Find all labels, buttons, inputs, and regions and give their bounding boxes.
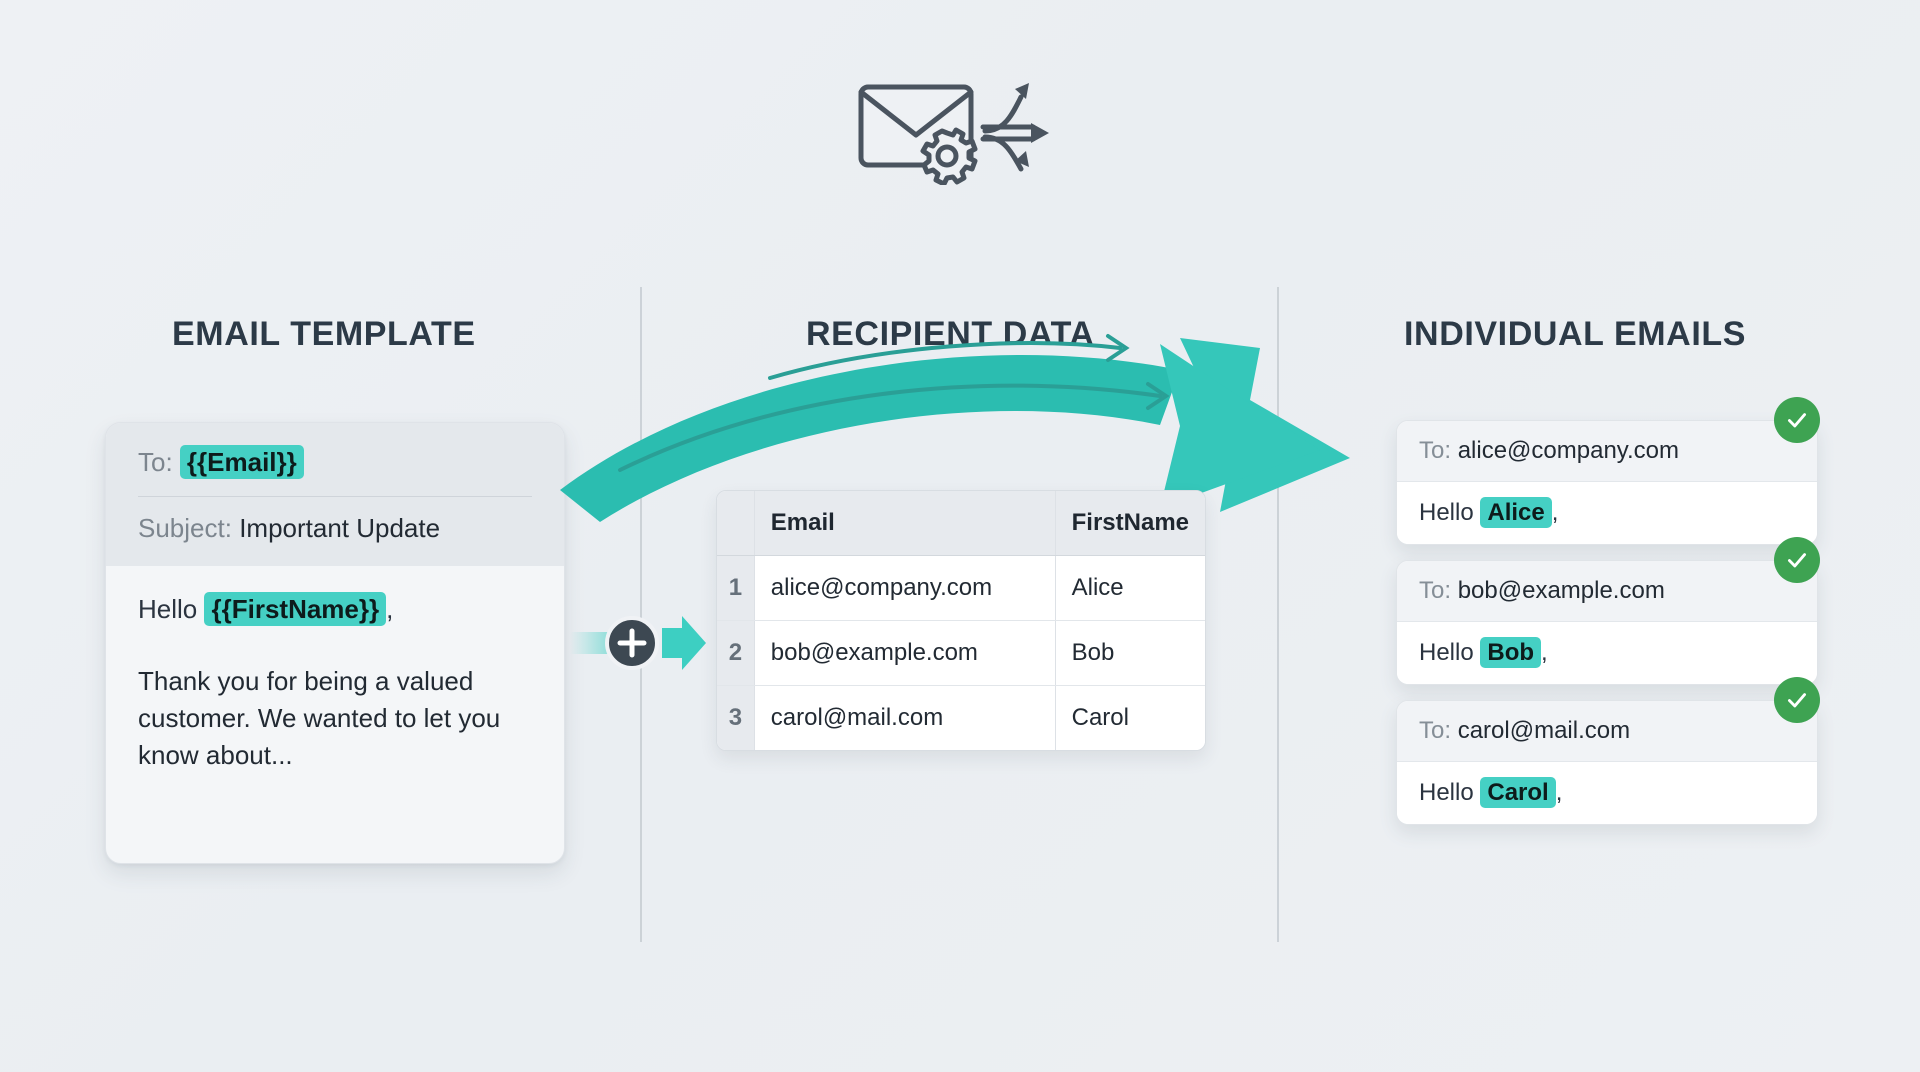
output-to-value: bob@example.com — [1457, 577, 1665, 604]
output-greeting-prefix: Hello — [1419, 499, 1474, 526]
row-firstname: Carol — [1055, 685, 1205, 750]
output-greeting-name: Carol — [1480, 777, 1556, 808]
template-subject-value: Important Update — [239, 513, 441, 544]
check-icon — [1788, 553, 1806, 568]
section-title-individual-emails: INDIVIDUAL EMAILS — [1404, 315, 1747, 353]
envelope-gear-arrows-icon — [855, 65, 1065, 187]
output-body: Hello Alice, — [1397, 482, 1817, 544]
output-greeting-name: Alice — [1480, 497, 1552, 528]
row-email: bob@example.com — [754, 620, 1056, 686]
section-title-recipient-data: RECIPIENT DATA — [806, 315, 1095, 353]
template-subject-row: Subject: Important Update — [138, 511, 532, 546]
column-divider-left — [640, 287, 642, 942]
row-firstname: Bob — [1055, 620, 1205, 686]
template-greeting: Hello {{FirstName}}, — [138, 592, 532, 627]
table-row[interactable]: 3 carol@mail.com Carol — [717, 685, 1205, 750]
output-to-value: alice@company.com — [1457, 437, 1680, 464]
table-row[interactable]: 1 alice@company.com Alice — [717, 555, 1205, 621]
arrow-right-icon — [662, 616, 706, 670]
output-to-label: To: — [1419, 577, 1452, 604]
output-body: Hello Bob, — [1397, 622, 1817, 684]
recipient-data-table[interactable]: Email FirstName 1 alice@company.com Alic… — [716, 490, 1206, 751]
row-firstname: Alice — [1055, 555, 1205, 621]
status-badge-sent — [1774, 677, 1820, 723]
output-greeting-suffix: , — [1541, 639, 1548, 666]
output-to-label: To: — [1419, 717, 1452, 744]
output-email-card[interactable]: To: bob@example.com Hello Bob, — [1396, 560, 1818, 685]
merge-connector — [570, 598, 720, 688]
template-greeting-prefix: Hello — [138, 594, 198, 625]
template-to-row: To: {{Email}} — [138, 445, 532, 480]
status-badge-sent — [1774, 537, 1820, 583]
output-greeting-name: Bob — [1480, 637, 1542, 668]
output-greeting-prefix: Hello — [1419, 639, 1474, 666]
table-header-firstname: FirstName — [1055, 491, 1205, 556]
output-greeting-suffix: , — [1555, 779, 1563, 806]
check-icon — [1788, 693, 1806, 708]
template-subject-label: Subject: — [138, 513, 232, 544]
row-index: 1 — [717, 555, 755, 621]
table-header-email: Email — [754, 491, 1056, 556]
output-to-row: To: alice@company.com — [1397, 421, 1817, 482]
template-header: To: {{Email}} Subject: Important Update — [106, 423, 564, 567]
table-header-index — [717, 491, 755, 556]
template-divider — [138, 496, 532, 498]
template-greeting-suffix: , — [386, 594, 394, 625]
output-email-card[interactable]: To: carol@mail.com Hello Carol, — [1396, 700, 1818, 825]
output-to-row: To: bob@example.com — [1397, 561, 1817, 622]
row-index: 3 — [717, 685, 755, 750]
template-to-token: {{Email}} — [179, 445, 304, 479]
template-body: Hello {{FirstName}}, Thank you for being… — [106, 566, 564, 798]
row-email: carol@mail.com — [754, 685, 1056, 750]
table-header-row: Email FirstName — [717, 491, 1205, 556]
output-to-row: To: carol@mail.com — [1397, 701, 1817, 762]
template-body-text: Thank you for being a valued customer. W… — [138, 666, 501, 770]
output-greeting-prefix: Hello — [1419, 779, 1474, 806]
check-icon — [1788, 413, 1806, 428]
output-greeting-suffix: , — [1551, 499, 1559, 526]
row-email: alice@company.com — [754, 555, 1056, 621]
status-badge-sent — [1774, 397, 1820, 443]
output-to-label: To: — [1419, 437, 1452, 464]
row-index: 2 — [717, 620, 755, 686]
table-row[interactable]: 2 bob@example.com Bob — [717, 620, 1205, 686]
email-template-card[interactable]: To: {{Email}} Subject: Important Update … — [105, 422, 565, 864]
output-email-card[interactable]: To: alice@company.com Hello Alice, — [1396, 420, 1818, 545]
template-firstname-token: {{FirstName}} — [204, 592, 387, 627]
output-to-value: carol@mail.com — [1457, 717, 1631, 744]
output-body: Hello Carol, — [1397, 762, 1817, 824]
section-title-email-template: EMAIL TEMPLATE — [172, 315, 476, 353]
template-to-label: To: — [138, 447, 173, 477]
column-divider-right — [1277, 287, 1279, 942]
